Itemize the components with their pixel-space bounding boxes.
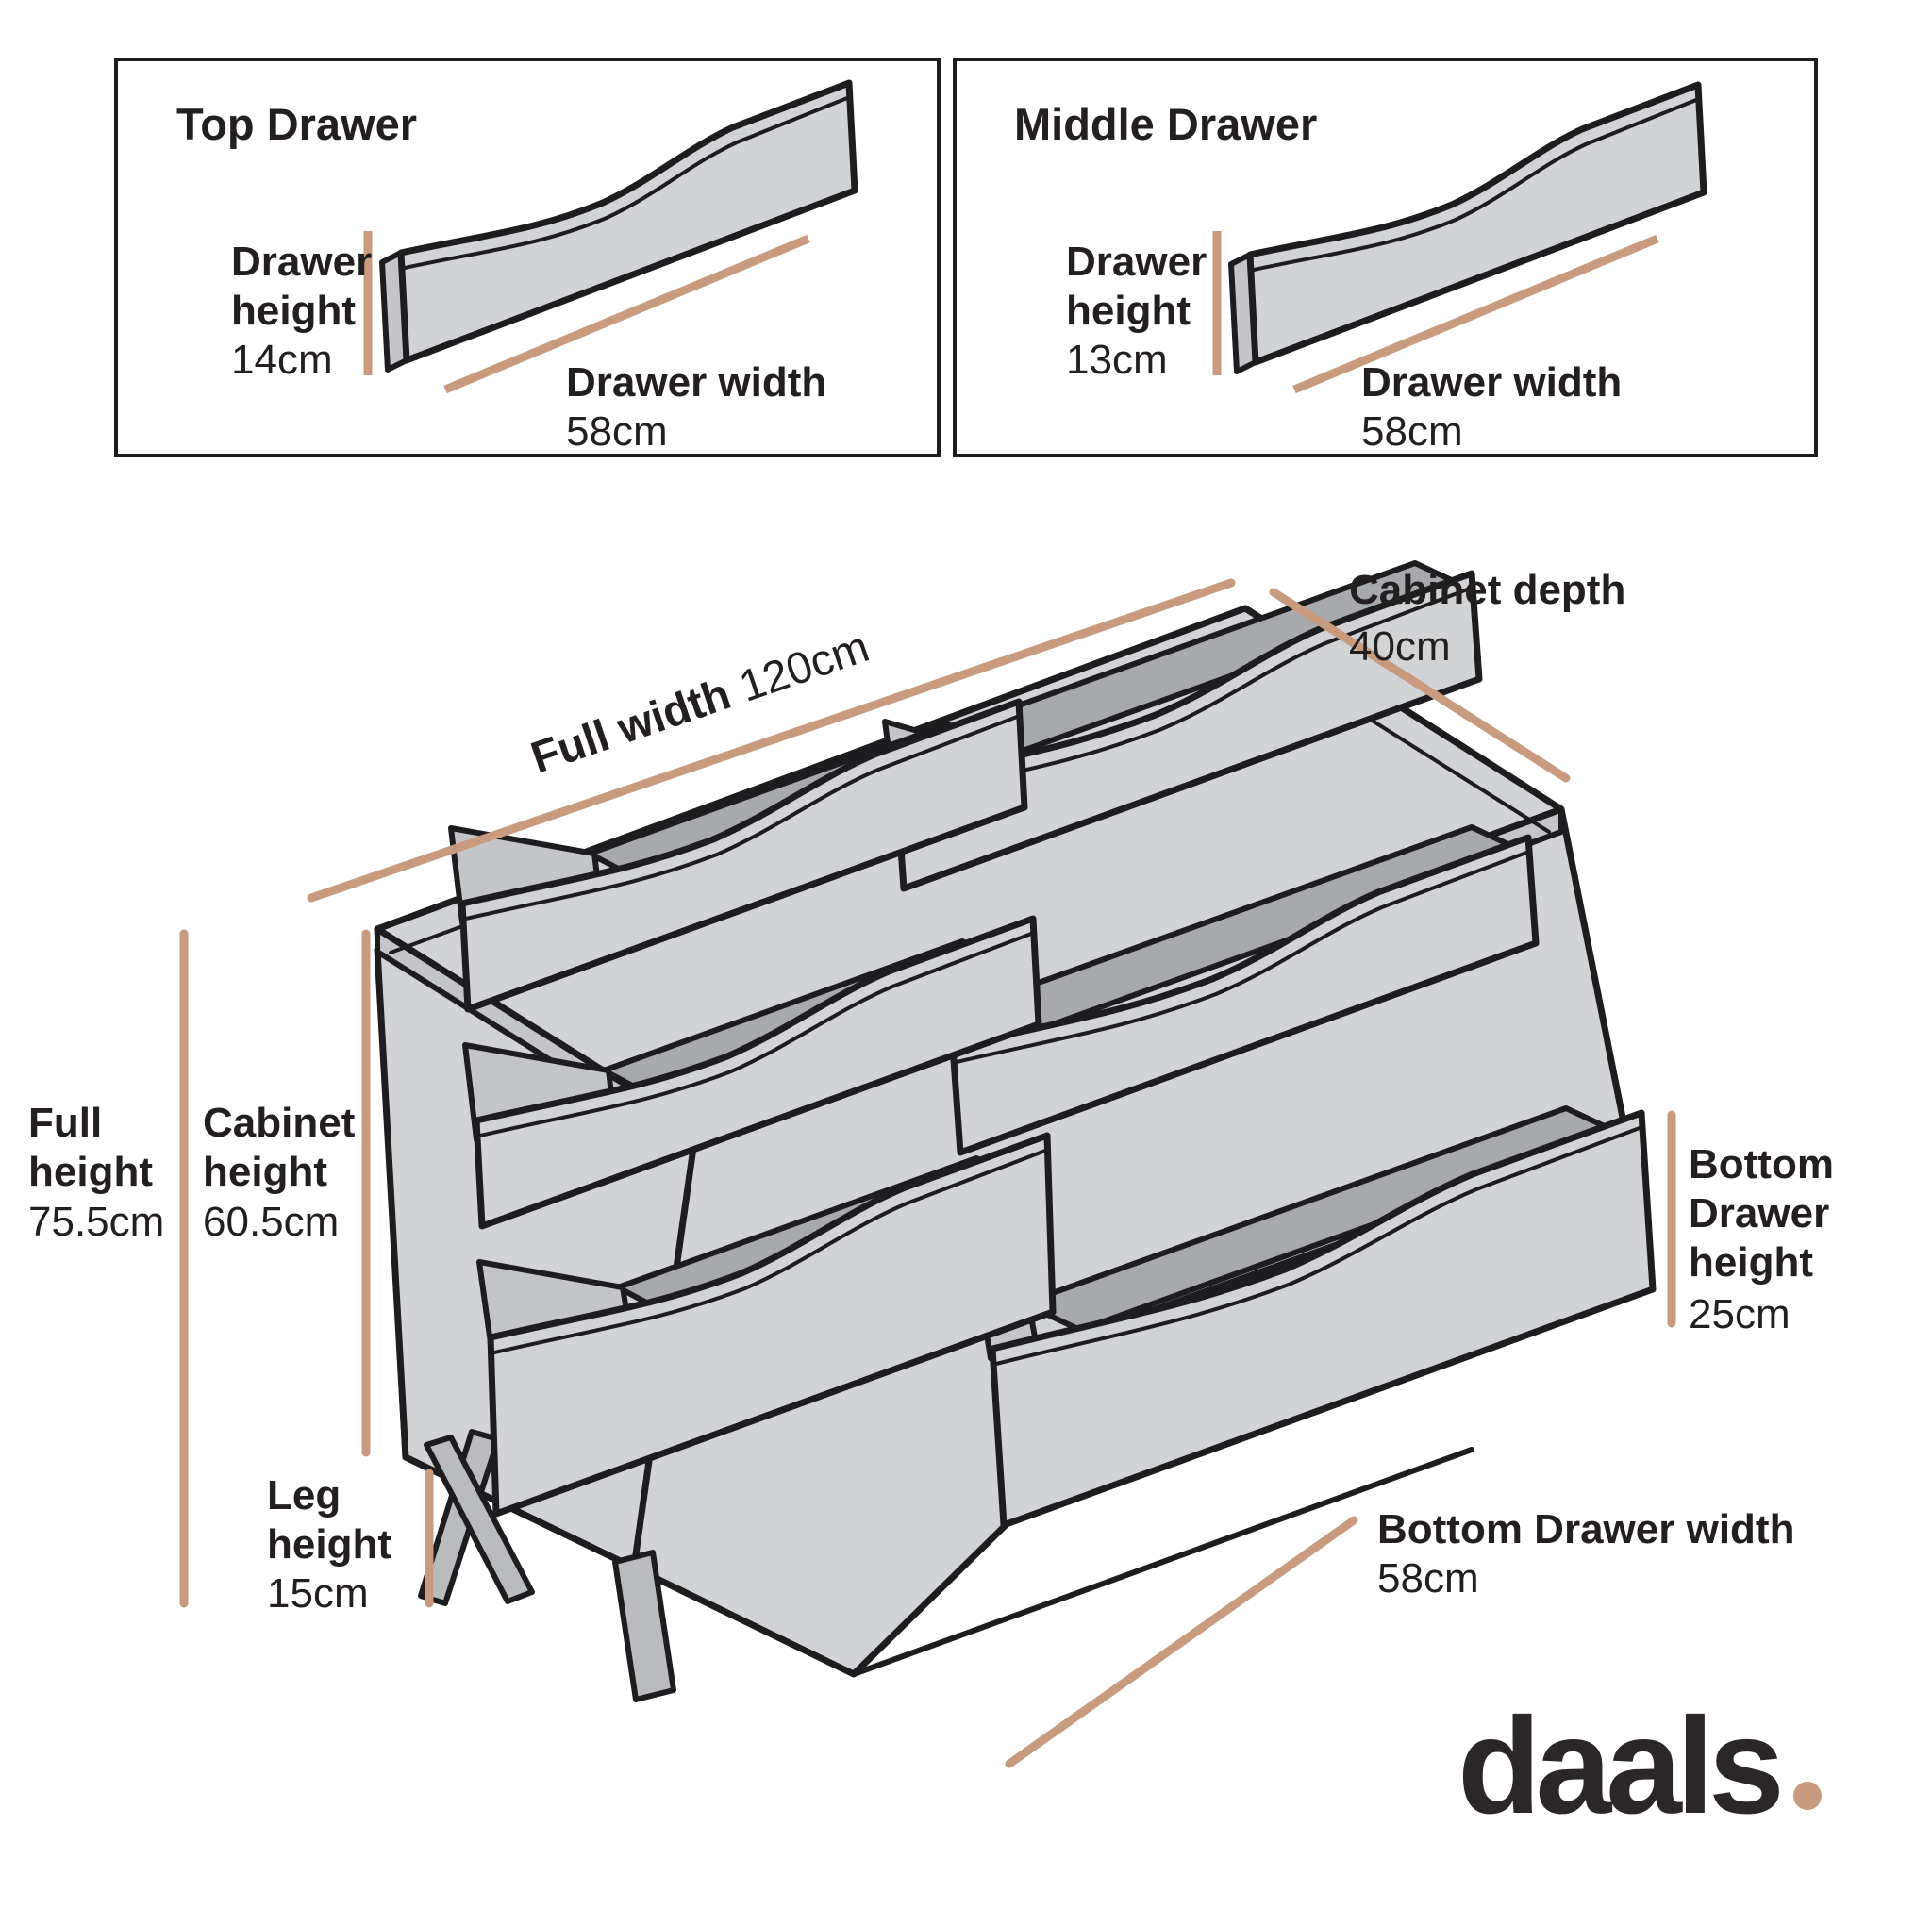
bottom-drawer-width-line [1005,1516,1358,1768]
cabinet-height-label-2: height [203,1149,327,1195]
middle-drawer-title: Middle Drawer [1014,99,1317,149]
hairpin-legs [418,1429,676,1702]
center-leg-strut [612,1550,676,1702]
full-width-label: Full width120cm [525,621,874,782]
top-drawer-height-value: 14cm [231,337,333,383]
full-height-value: 75.5cm [28,1199,164,1245]
front-left-leg-strut-1 [418,1429,501,1606]
bottom-drawer-height-label-3: height [1689,1239,1813,1286]
full-width-line [307,578,1236,903]
full-height-label-1: Full [28,1100,102,1146]
top-drawer-width-value: 58cm [566,408,668,455]
middle-drawer-width-line [1292,234,1659,394]
drawer-bottom-left [476,1132,1057,1518]
cabinet-illustration [374,560,1657,1702]
top-drawer-height-label-1: Drawer [231,239,372,285]
top-drawer-height-label-2: height [231,288,356,334]
cabinet-depth-value: 40cm [1349,623,1451,670]
daals-logo-dot [1793,1782,1822,1810]
leg-height-label-2: height [267,1521,391,1568]
middle-drawer-height-label-1: Drawer [1066,239,1207,285]
leg-height-label-1: Leg [267,1472,341,1518]
daals-logo-text: daals [1457,1689,1779,1842]
middle-drawer-width-label: Drawer width [1361,359,1622,406]
top-drawer-illustration [379,79,858,373]
cabinet-depth-label: Cabinet depth [1349,567,1625,613]
full-height-label-2: height [28,1149,153,1195]
middle-drawer-width-value: 58cm [1361,408,1463,455]
middle-drawer-height-label-2: height [1066,288,1191,334]
top-drawer-width-label: Drawer width [566,359,826,406]
bottom-drawer-width-label: Bottom Drawer width [1377,1506,1794,1552]
cabinet-height-label-1: Cabinet [203,1100,356,1146]
bottom-drawer-height-label-2: Drawer [1689,1190,1829,1236]
middle-drawer-height-value: 13cm [1066,337,1168,383]
bottom-drawer-width-value: 58cm [1377,1555,1479,1601]
bottom-drawer-height-label-1: Bottom [1689,1141,1834,1187]
middle-drawer-panel: Middle Drawer Drawer height 13cm Drawer … [953,58,1818,457]
daals-logo: daals [1457,1689,1822,1842]
cabinet-depth-line [1269,588,1571,783]
top-drawer-title: Top Drawer [176,99,417,149]
carcass-bottom-edge [851,1447,1474,1677]
drawer-top-left [448,698,1028,1013]
front-left-leg-strut-2 [424,1435,535,1604]
top-drawer-panel: Top Drawer Drawer height 14cm Drawer wid… [114,58,941,457]
dimension-lines [179,578,1676,1768]
bottom-drawer-height-value: 25cm [1689,1291,1790,1337]
leg-height-value: 15cm [267,1570,369,1617]
drawer-bottom-right [976,1105,1657,1529]
drawer-middle-left [462,915,1042,1230]
top-drawer-width-line [443,234,810,394]
middle-drawer-illustration [1228,81,1707,374]
cabinet-height-value: 60.5cm [203,1199,339,1245]
